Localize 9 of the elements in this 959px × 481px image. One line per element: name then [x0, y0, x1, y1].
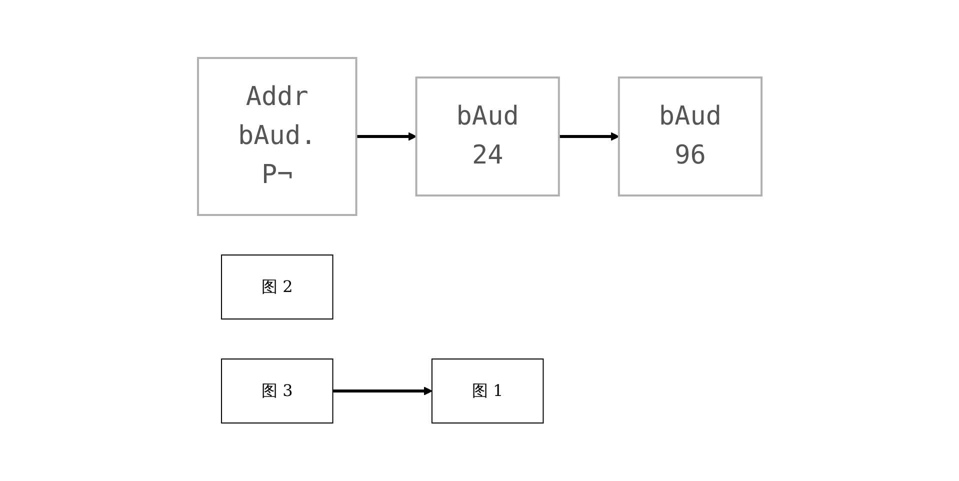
node-box: Addr bAud. P¬ — [196, 57, 358, 216]
arrow — [356, 132, 416, 141]
node-box: bAud 24 — [415, 76, 560, 196]
node-box: 图 3 — [220, 358, 333, 424]
arrow — [332, 386, 432, 396]
arrow — [558, 132, 620, 141]
node-box: 图 1 — [431, 358, 544, 424]
node-box: bAud 96 — [618, 76, 762, 196]
node-box: 图 2 — [220, 254, 333, 320]
